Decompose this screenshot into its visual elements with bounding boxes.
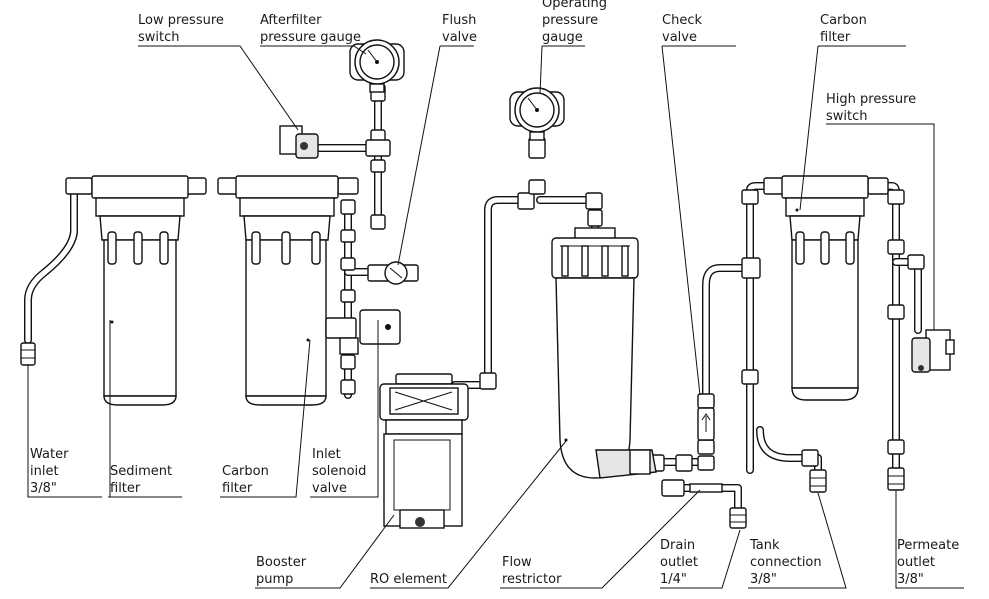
inlet-solenoid-valve-label: Inlet solenoid valve xyxy=(312,447,371,496)
labels: Low pressure switch Afterfilter pressure… xyxy=(30,0,963,587)
operating-pressure-gauge xyxy=(509,87,565,141)
carbon-filter-right-label: Carbon filter xyxy=(820,13,871,45)
check-valve-label: Check valve xyxy=(662,13,706,45)
permeate-outlet-label: Permeate outlet 3/8" xyxy=(897,538,963,587)
high-pressure-switch xyxy=(911,329,955,373)
inlet-solenoid-valve xyxy=(325,309,401,355)
carbon-filter-left-housing xyxy=(235,175,339,406)
sediment-filter-label: Sediment filter xyxy=(110,464,176,496)
flush-valve-label: Flush valve xyxy=(442,13,480,45)
ro-element-housing xyxy=(551,227,657,479)
low-pressure-switch xyxy=(279,125,319,159)
fittings xyxy=(20,84,925,529)
afterfilter-pressure-gauge xyxy=(349,39,405,93)
low-pressure-switch-label: Low pressure switch xyxy=(138,13,228,45)
flow-restrictor-label: Flow restrictor xyxy=(502,555,562,587)
afterfilter-pressure-gauge-label: Afterfilter pressure gauge xyxy=(260,13,361,45)
ro-element-label: RO element xyxy=(370,572,447,587)
carbon-filter-right-housing xyxy=(781,175,869,401)
drain-outlet-label: Drain outlet 1/4" xyxy=(660,538,702,587)
sediment-filter-housing xyxy=(91,175,189,406)
booster-pump xyxy=(379,373,469,529)
operating-pressure-gauge-label: Operating pressure gauge xyxy=(542,0,611,45)
flush-valve xyxy=(367,261,419,285)
water-inlet-label: Water inlet 3/8" xyxy=(30,447,73,496)
booster-pump-label: Booster pump xyxy=(256,555,310,587)
high-pressure-switch-label: High pressure switch xyxy=(826,92,920,124)
leader-lines xyxy=(27,45,964,589)
flow-restrictor xyxy=(689,483,723,493)
carbon-filter-left-label: Carbon filter xyxy=(222,464,273,496)
check-valve xyxy=(697,407,715,441)
tank-connection-label: Tank connection 3/8" xyxy=(749,538,826,587)
